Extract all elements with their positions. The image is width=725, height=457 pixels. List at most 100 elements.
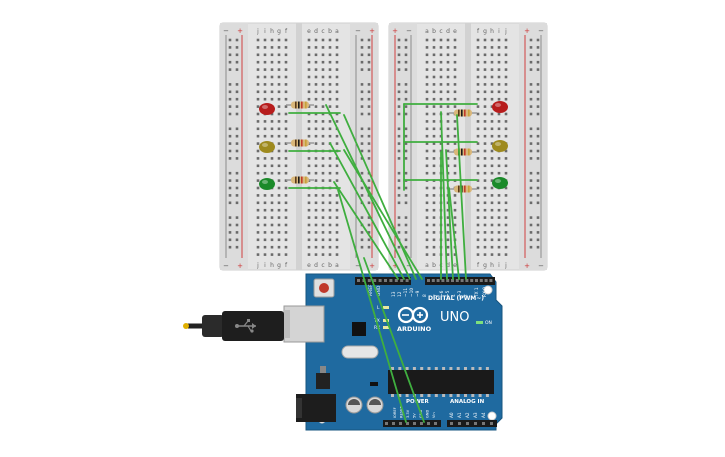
rail-hole bbox=[404, 53, 408, 57]
chip-pin bbox=[405, 367, 409, 370]
breadboard-hole bbox=[270, 157, 274, 160]
led-yellow-right[interactable] bbox=[492, 140, 508, 152]
breadboard-hole bbox=[446, 75, 450, 79]
breadboard-hole bbox=[270, 68, 274, 71]
rail-hole bbox=[529, 149, 533, 153]
breadboard-hole bbox=[439, 38, 443, 42]
wire-right-to-pin[interactable] bbox=[440, 111, 448, 280]
resistor-right[interactable] bbox=[449, 109, 477, 117]
breadboard-hole bbox=[335, 120, 339, 123]
rail-hole bbox=[235, 134, 239, 138]
breadboard-hole bbox=[277, 46, 281, 49]
resistor-left[interactable] bbox=[286, 101, 314, 109]
reset-button[interactable] bbox=[319, 283, 329, 293]
wire-left-to-pin[interactable] bbox=[333, 181, 399, 280]
breadboard-hole bbox=[314, 201, 318, 205]
wire-left-to-pin[interactable] bbox=[325, 104, 411, 280]
breadboard-hole bbox=[497, 216, 501, 219]
chip-pin bbox=[464, 394, 467, 397]
column-letter: d bbox=[314, 262, 318, 269]
breadboard-hole bbox=[335, 164, 339, 168]
breadboard-hole bbox=[263, 238, 267, 242]
wire-left-to-pin[interactable] bbox=[343, 114, 417, 280]
breadboard-hole bbox=[483, 186, 487, 190]
wire-left-to-pin[interactable] bbox=[329, 142, 405, 280]
breadboard-hole bbox=[476, 105, 480, 108]
header-pin bbox=[460, 279, 464, 282]
power-pin-label: IOREF bbox=[393, 407, 397, 418]
resistor-right[interactable] bbox=[449, 185, 477, 193]
led-highlight bbox=[495, 179, 501, 183]
dc-power-jack[interactable] bbox=[296, 394, 336, 422]
wire-ground[interactable] bbox=[337, 189, 407, 423]
breadboard-hole bbox=[425, 90, 429, 94]
breadboard-hole bbox=[328, 38, 332, 42]
usb-cable[interactable] bbox=[183, 311, 284, 341]
rail-hole bbox=[235, 127, 239, 131]
breadboard-hole bbox=[256, 245, 260, 249]
breadboard-hole bbox=[277, 53, 281, 57]
rail-hole bbox=[404, 38, 408, 42]
resistor-left[interactable] bbox=[286, 139, 314, 147]
breadboard-hole bbox=[483, 90, 487, 94]
rail-hole bbox=[235, 149, 239, 153]
breadboard-hole bbox=[490, 253, 494, 256]
breadboard-hole bbox=[321, 46, 325, 49]
led-red-right[interactable] bbox=[492, 101, 508, 113]
breadboard-hole bbox=[446, 208, 450, 212]
wire-ground[interactable] bbox=[363, 257, 425, 423]
breadboard-hole bbox=[483, 157, 487, 160]
led-red-left[interactable] bbox=[259, 103, 275, 115]
breadboard-hole bbox=[321, 75, 325, 79]
breadboard-hole bbox=[432, 127, 436, 131]
rail-hole bbox=[529, 127, 533, 131]
chip-pin bbox=[456, 367, 460, 370]
breadboard-hole bbox=[497, 134, 501, 138]
breadboard-hole bbox=[446, 134, 450, 138]
breadboard-hole bbox=[453, 105, 457, 108]
resistor-left[interactable] bbox=[286, 176, 314, 184]
breadboard-hole bbox=[307, 105, 311, 108]
breadboard-hole bbox=[277, 179, 281, 182]
rail-hole bbox=[529, 83, 533, 86]
resistor-band bbox=[295, 101, 297, 109]
digital-pin-label: ~6 bbox=[439, 290, 445, 297]
breadboard-hole bbox=[432, 120, 436, 123]
rail-hole bbox=[536, 60, 540, 64]
breadboard-hole bbox=[328, 68, 332, 71]
rail-hole bbox=[529, 46, 533, 49]
breadboard-hole bbox=[335, 68, 339, 71]
breadboard-hole bbox=[504, 53, 508, 57]
rail-hole bbox=[235, 46, 239, 49]
rail-hole bbox=[235, 142, 239, 145]
rail-hole bbox=[367, 38, 371, 42]
power-label: POWER bbox=[406, 399, 430, 405]
wires-layer bbox=[288, 103, 478, 423]
rail-hole bbox=[397, 179, 401, 182]
breadboard-hole bbox=[284, 120, 288, 123]
wire-right-to-pin[interactable] bbox=[456, 114, 467, 280]
breadboard-hole bbox=[504, 164, 508, 168]
led-green-left[interactable] bbox=[259, 178, 275, 190]
breadboard-hole bbox=[490, 97, 494, 101]
column-letter: b bbox=[328, 28, 332, 35]
breadboard-hole bbox=[314, 238, 318, 242]
breadboard-hole bbox=[490, 216, 494, 219]
led-green-right[interactable] bbox=[492, 177, 508, 189]
breadboard-hole bbox=[277, 75, 281, 79]
wire-left-to-pin[interactable] bbox=[343, 149, 423, 280]
rail-hole bbox=[529, 157, 533, 160]
led-yellow-left[interactable] bbox=[259, 141, 275, 153]
breadboard-hole bbox=[476, 120, 480, 123]
breadboard-hole bbox=[263, 245, 267, 249]
rail-hole bbox=[360, 127, 364, 131]
rail-hole bbox=[367, 186, 371, 190]
breadboard-hole bbox=[277, 127, 281, 131]
breadboard-hole bbox=[256, 149, 260, 153]
wire-right-to-pin[interactable] bbox=[448, 187, 460, 280]
chip-pin bbox=[434, 367, 438, 370]
wire-right-to-pin[interactable] bbox=[445, 149, 454, 280]
column-letter: h bbox=[490, 28, 494, 35]
breadboard-hole bbox=[284, 208, 288, 212]
